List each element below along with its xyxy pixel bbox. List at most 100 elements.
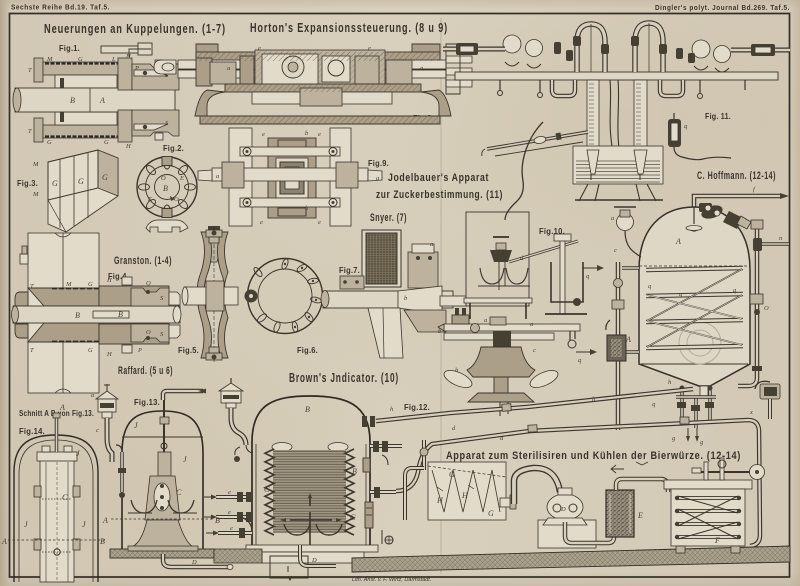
- svg-text:G: G: [449, 470, 455, 479]
- svg-text:Apparat zum Sterilisiren und K: Apparat zum Sterilisiren und Kühlen der …: [446, 450, 741, 462]
- svg-text:B: B: [163, 184, 168, 193]
- svg-text:P: P: [137, 347, 142, 354]
- svg-text:c: c: [533, 347, 536, 354]
- svg-text:f: f: [753, 186, 756, 193]
- svg-text:M: M: [46, 56, 53, 63]
- svg-text:S: S: [165, 120, 169, 127]
- svg-text:E: E: [147, 196, 152, 203]
- svg-text:e: e: [318, 131, 321, 138]
- svg-text:T: T: [28, 67, 32, 74]
- svg-text:H: H: [461, 491, 469, 500]
- svg-text:a: a: [530, 321, 533, 328]
- svg-text:a: a: [227, 65, 230, 72]
- svg-text:e: e: [228, 509, 231, 516]
- svg-text:Neuerungen an Kuppelungen. (1-: Neuerungen an Kuppelungen. (1-7): [44, 22, 226, 36]
- svg-text:b: b: [438, 328, 442, 335]
- svg-text:S: S: [165, 72, 169, 79]
- svg-text:q: q: [648, 283, 652, 290]
- svg-text:Dingler's polyt. Journal Bd.26: Dingler's polyt. Journal Bd.269. Taf.5.: [655, 5, 790, 12]
- svg-text:Q: Q: [146, 280, 151, 287]
- svg-text:x: x: [749, 409, 753, 416]
- svg-text:Fig.6.: Fig.6.: [297, 345, 318, 355]
- svg-text:A: A: [1, 537, 7, 546]
- svg-text:a: a: [611, 215, 614, 222]
- svg-text:e: e: [368, 45, 371, 52]
- svg-text:C: C: [264, 485, 270, 494]
- svg-text:G: G: [88, 347, 93, 354]
- svg-text:Jodelbauer's Apparat: Jodelbauer's Apparat: [388, 172, 489, 184]
- svg-text:Fig.10.: Fig.10.: [539, 226, 565, 236]
- svg-text:J: J: [134, 421, 138, 430]
- svg-text:a: a: [430, 241, 433, 248]
- svg-text:M: M: [32, 191, 39, 198]
- svg-text:g: g: [700, 439, 704, 446]
- svg-text:h: h: [668, 379, 671, 386]
- svg-text:M: M: [65, 281, 72, 288]
- svg-text:Fig.14.: Fig.14.: [19, 426, 45, 436]
- svg-text:B: B: [100, 537, 105, 546]
- svg-text:J: J: [76, 449, 80, 458]
- svg-text:T: T: [30, 347, 34, 354]
- svg-text:D: D: [311, 557, 317, 564]
- svg-text:a: a: [216, 173, 219, 180]
- svg-text:H: H: [106, 277, 112, 284]
- svg-text:Fig.7.: Fig.7.: [339, 265, 360, 275]
- svg-text:Fig.1.: Fig.1.: [59, 43, 80, 53]
- svg-text:b: b: [305, 130, 309, 137]
- svg-text:C. Hoffmann. (12-14): C. Hoffmann. (12-14): [697, 170, 776, 182]
- svg-text:h: h: [390, 406, 393, 413]
- svg-text:G: G: [52, 179, 58, 188]
- svg-text:G: G: [47, 139, 52, 146]
- svg-text:C: C: [350, 513, 356, 522]
- svg-text:J: J: [183, 455, 187, 464]
- svg-text:B: B: [215, 516, 220, 525]
- svg-text:Raffard. (5 u 6): Raffard. (5 u 6): [118, 365, 173, 377]
- svg-text:O: O: [146, 329, 151, 336]
- svg-text:H: H: [125, 53, 131, 60]
- svg-text:q: q: [586, 273, 590, 280]
- svg-text:a: a: [91, 392, 94, 399]
- svg-text:b: b: [305, 205, 309, 212]
- svg-text:A: A: [99, 96, 105, 105]
- svg-text:E: E: [637, 511, 643, 520]
- svg-text:G: G: [88, 281, 93, 288]
- svg-text:A: A: [675, 237, 681, 246]
- svg-text:J: J: [82, 520, 86, 529]
- svg-text:q: q: [679, 291, 683, 298]
- svg-text:b: b: [404, 295, 408, 302]
- svg-text:e: e: [318, 219, 321, 226]
- svg-text:h: h: [592, 396, 595, 403]
- svg-text:zur Zuckerbestimmung. (11): zur Zuckerbestimmung. (11): [376, 189, 503, 201]
- svg-text:F: F: [714, 536, 720, 545]
- svg-text:e: e: [262, 131, 265, 138]
- svg-text:G: G: [104, 139, 109, 146]
- svg-text:a: a: [484, 317, 487, 324]
- svg-text:G: G: [488, 509, 494, 518]
- svg-text:e: e: [230, 525, 233, 532]
- svg-text:e: e: [258, 45, 261, 52]
- svg-text:Fig.13.: Fig.13.: [134, 397, 160, 407]
- svg-text:a: a: [376, 175, 379, 182]
- svg-text:H: H: [106, 351, 112, 358]
- svg-text:P: P: [134, 65, 139, 72]
- svg-text:H: H: [436, 496, 444, 505]
- svg-text:G: G: [78, 56, 83, 63]
- svg-text:c: c: [614, 247, 617, 254]
- svg-text:Snyer. (7): Snyer. (7): [370, 212, 407, 224]
- svg-text:O: O: [161, 175, 166, 182]
- svg-text:Fig.12.: Fig.12.: [404, 402, 430, 412]
- svg-text:D: D: [191, 559, 197, 566]
- svg-text:Fig.2.: Fig.2.: [163, 143, 184, 153]
- svg-text:q: q: [684, 123, 688, 130]
- svg-text:Horton's Expansionssteuerung.: Horton's Expansionssteuerung. (8 u 9): [250, 21, 448, 35]
- svg-text:Fig.5.: Fig.5.: [178, 345, 199, 355]
- svg-text:B: B: [70, 96, 75, 105]
- svg-text:H: H: [125, 143, 131, 150]
- svg-text:Fig.4.: Fig.4.: [108, 271, 129, 281]
- svg-text:A: A: [625, 335, 631, 344]
- svg-text:d: d: [520, 255, 524, 262]
- svg-text:d: d: [452, 425, 456, 432]
- svg-text:O: O: [174, 196, 179, 203]
- svg-text:e: e: [228, 489, 231, 496]
- svg-text:C: C: [62, 493, 68, 502]
